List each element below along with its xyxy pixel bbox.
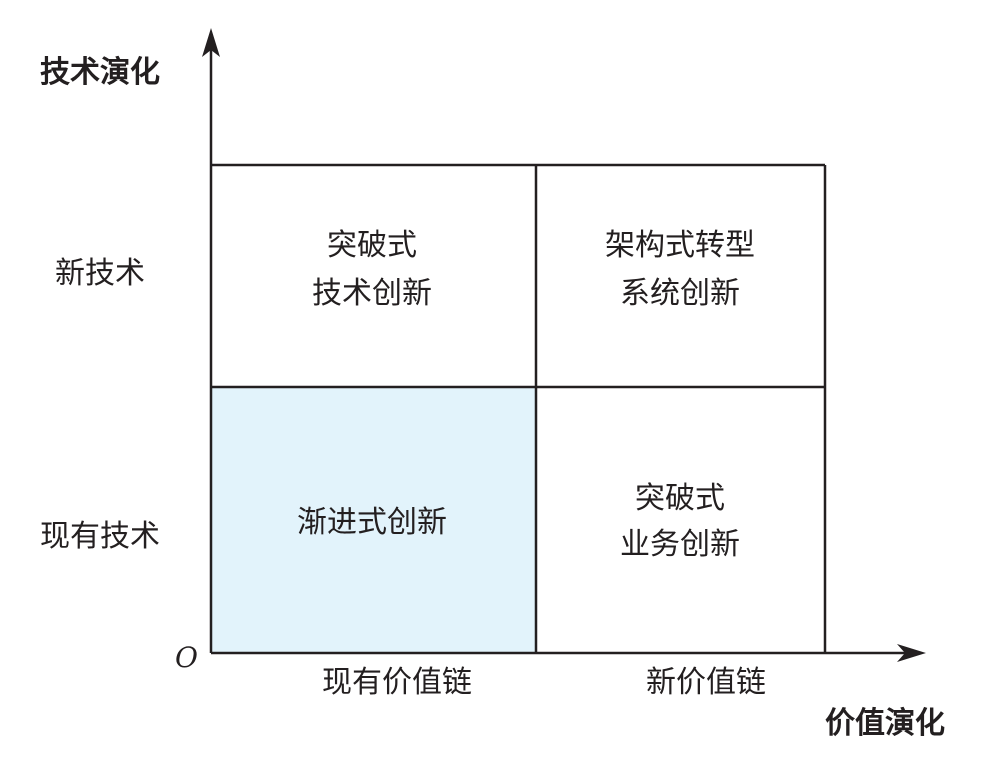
x-tick-label-existing-value-chain: 现有价值链	[322, 665, 472, 700]
y-axis-title: 技术演化	[40, 55, 160, 90]
y-tick-label-new-technology: 新技术	[55, 256, 145, 291]
quadrant-bottom-left-line-1: 渐进式创新	[297, 505, 447, 540]
quadrant-top-left-line-2: 技术创新	[312, 276, 432, 311]
matrix-grid	[211, 163, 827, 653]
quadrant-top-right-line-2: 系统创新	[620, 276, 740, 311]
quadrant-bottom-right-line-2: 业务创新	[620, 527, 740, 562]
quadrant-top-left-line-1: 突破式	[327, 228, 417, 263]
x-axis-arrowhead	[897, 644, 926, 662]
x-axis-title: 价值演化	[825, 706, 945, 741]
y-axis-arrowhead	[202, 28, 220, 57]
x-tick-label-new-value-chain: 新价值链	[646, 665, 766, 700]
axes	[209, 50, 905, 655]
y-tick-label-existing-technology: 现有技术	[40, 519, 160, 554]
quadrant-top-right-line-1: 架构式转型	[605, 228, 755, 263]
origin-label: O	[175, 641, 198, 674]
highlight-quadrant-bottom-left	[211, 387, 536, 653]
quadrant-bottom-right-line-1: 突破式	[635, 481, 725, 516]
